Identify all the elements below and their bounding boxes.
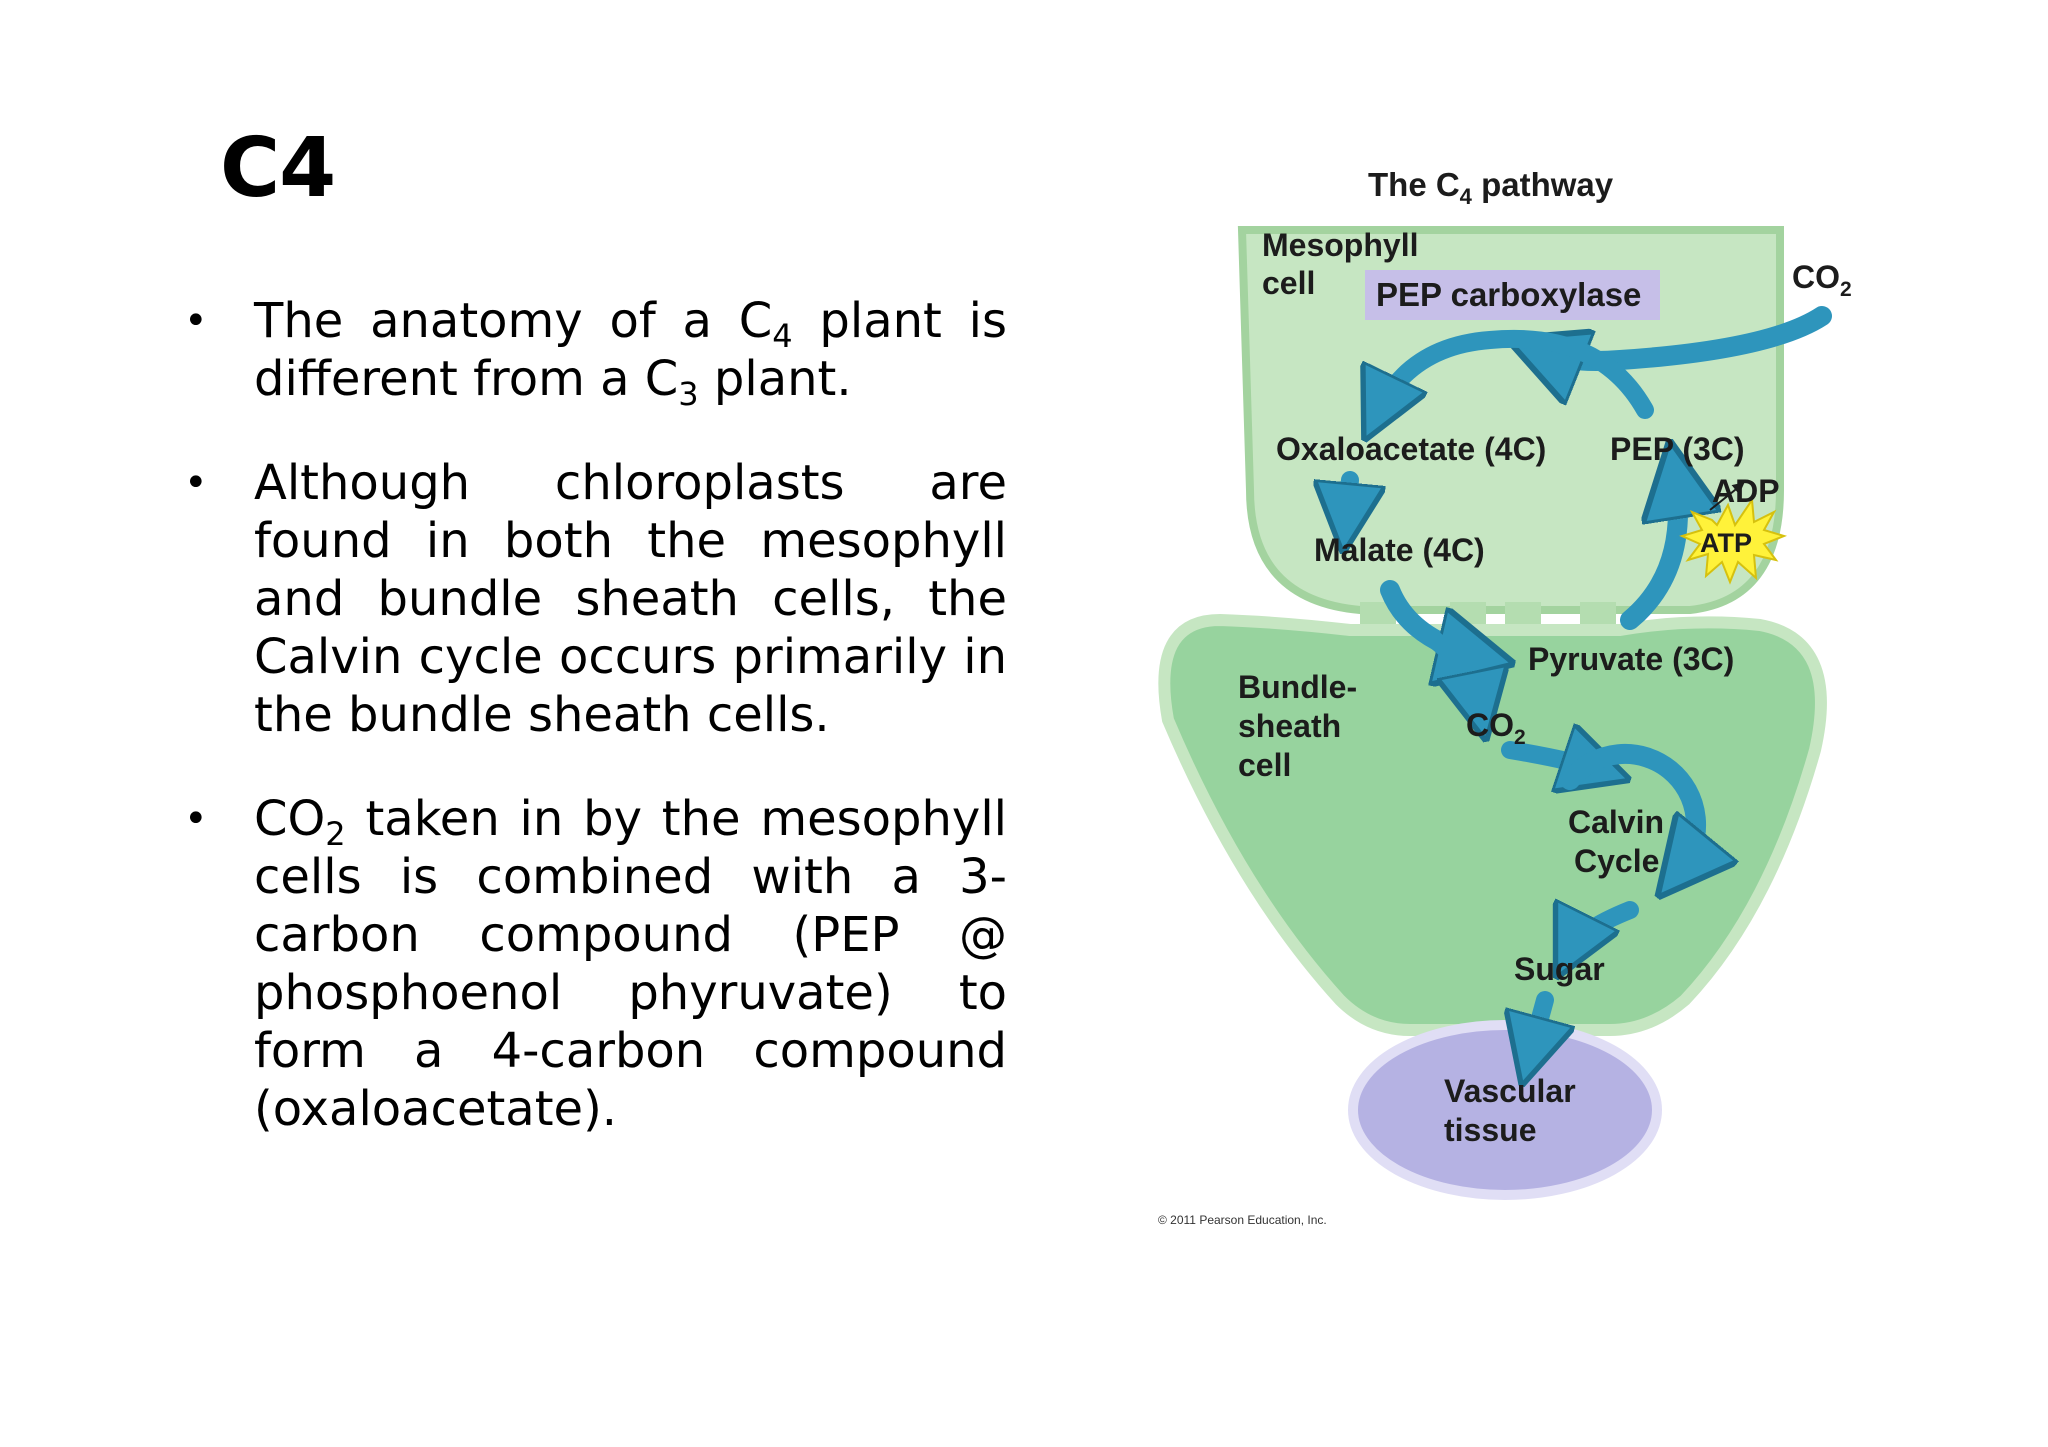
- co2-bundle-label: CO2: [1466, 707, 1526, 749]
- bullet-text: Although chloroplasts are found in both …: [254, 455, 1007, 743]
- bullet-dot: •: [184, 460, 208, 506]
- subscript: 2: [325, 815, 346, 853]
- mesophyll-label-line1: Mesophyll: [1262, 227, 1418, 263]
- bullet-text: CO: [254, 791, 326, 847]
- calvin-to-sugar-arrow: [1570, 910, 1639, 950]
- bullet-text: taken in by the mesophyll cells is combi…: [254, 791, 1007, 1137]
- co2-uptake-arrow: [1540, 306, 1832, 361]
- pathway-arrows: [1346, 306, 1832, 1055]
- calvin-label-line2: Cycle: [1574, 843, 1659, 879]
- bundle-label-line1: Bundle-: [1238, 669, 1357, 705]
- bullet-dot: •: [184, 796, 208, 842]
- atp-burst: [1679, 497, 1788, 585]
- enzyme-label: PEP carboxylase: [1376, 276, 1641, 313]
- vascular-tissue: [1348, 1020, 1662, 1200]
- copyright-notice: © 2011 Pearson Education, Inc.: [1158, 1213, 1327, 1227]
- oxaloacetate-label: Oxaloacetate (4C): [1276, 431, 1546, 467]
- bullet-text: plant.: [698, 351, 852, 407]
- bundle-sheath-cell: [1158, 613, 1827, 1036]
- pep-to-oxaloacetate-arrow: [1378, 329, 1654, 412]
- subscript: 4: [772, 317, 793, 355]
- bullet-item: • Although chloroplasts are found in both…: [182, 454, 1007, 744]
- bullet-text: plant is different from a C: [254, 293, 1007, 407]
- enzyme-box: [1365, 270, 1660, 320]
- vascular-label-line1: Vascular: [1444, 1073, 1576, 1109]
- c4-pathway-diagram: The C4 pathway PEP carboxylase ATP Mesop…: [1158, 166, 1852, 1227]
- bundle-label-line2: sheath: [1238, 708, 1341, 744]
- pyruvate-to-pep-arrow: [1620, 475, 1678, 630]
- bullet-text: The anatomy of a C: [254, 293, 773, 349]
- malate-label: Malate (4C): [1314, 532, 1485, 568]
- co2-uptake-label: CO2: [1792, 259, 1852, 301]
- calvin-cycle-arrow: [1560, 743, 1696, 870]
- diagram-title: The C4 pathway: [1368, 166, 1614, 209]
- bullet-list: • The anatomy of a C4 plant is different …: [182, 292, 1007, 1184]
- pep-label: PEP (3C): [1610, 431, 1745, 467]
- oxaloacetate-to-malate-arrow: [1346, 471, 1350, 522]
- pyruvate-label: Pyruvate (3C): [1528, 641, 1734, 677]
- adp-arrow: [1709, 482, 1745, 511]
- bullet-item: • The anatomy of a C4 plant is different …: [182, 292, 1007, 410]
- bullet-item: • CO2 taken in by the mesophyll cells is …: [182, 790, 1007, 1138]
- subscript: 3: [678, 375, 699, 413]
- atp-label: ATP: [1700, 528, 1752, 558]
- adp-label: ADP: [1712, 473, 1780, 509]
- malate-to-co2-arrow: [1411, 621, 1480, 710]
- sugar-label: Sugar: [1514, 951, 1605, 987]
- vascular-label-line2: tissue: [1444, 1112, 1536, 1148]
- sugar-to-vascular-arrow: [1530, 991, 1545, 1055]
- bullet-dot: •: [184, 298, 208, 344]
- calvin-label-line1: Calvin: [1568, 804, 1664, 840]
- slide-title: C4: [220, 121, 336, 216]
- bundle-label-line3: cell: [1238, 747, 1291, 783]
- mesophyll-label-line2: cell: [1262, 265, 1315, 301]
